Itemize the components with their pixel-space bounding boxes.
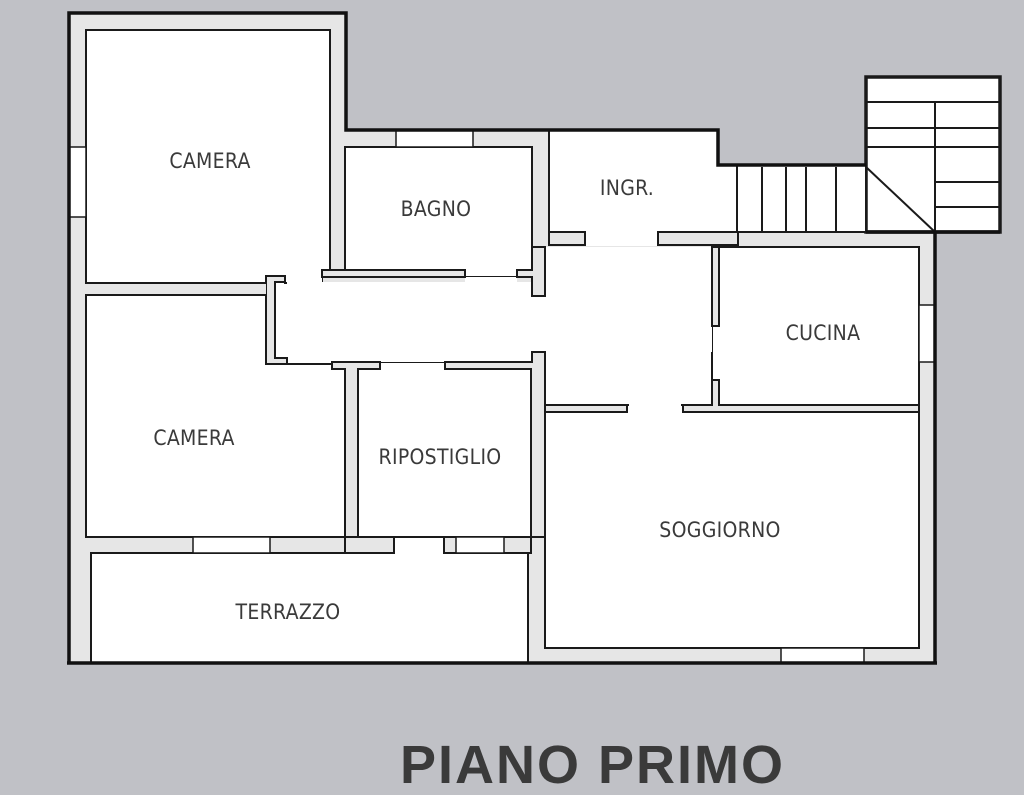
window-cucina	[918, 304, 936, 363]
staircase	[736, 75, 1002, 234]
room-label-soggiorno: SOGGIORNO	[659, 518, 781, 542]
window-camera-2	[192, 536, 271, 554]
room-label-ingresso: INGR.	[599, 176, 655, 200]
floor-title: PIANO PRIMO	[400, 735, 786, 795]
exterior-walls	[67, 11, 1000, 665]
window-camera-1	[68, 146, 87, 218]
openings	[288, 233, 720, 554]
room-label-camera-2: CAMERA	[153, 426, 235, 450]
room-label-ripostiglio: RIPOSTIGLIO	[378, 445, 502, 469]
room-label-bagno: BAGNO	[400, 197, 472, 221]
room-label-cucina: CUCINA	[785, 321, 861, 345]
window-ripostiglio	[455, 536, 505, 554]
windows	[68, 129, 936, 664]
window-soggiorno	[780, 647, 865, 664]
floor-plan	[67, 11, 1002, 665]
interior-walls	[86, 231, 920, 554]
room-label-camera-1: CAMERA	[169, 149, 251, 173]
room-label-terrazzo: TERRAZZO	[235, 600, 341, 624]
window-bagno	[395, 129, 474, 148]
